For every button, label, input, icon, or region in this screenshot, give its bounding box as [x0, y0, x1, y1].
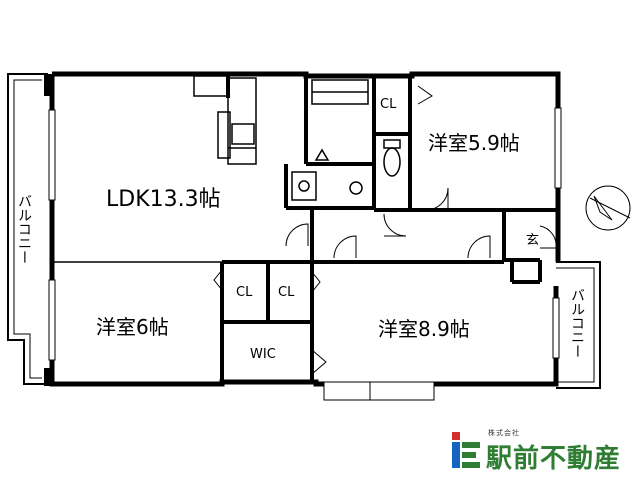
room-label-western-2: 洋室6帖 — [96, 315, 169, 339]
room-label-western-1: 洋室5.9帖 — [428, 131, 520, 155]
interior-walls — [220, 76, 558, 384]
room-label-closet-2: CL — [236, 285, 253, 300]
room-label-entrance: 玄 — [526, 233, 539, 248]
company-name: 駅前不動産 — [486, 444, 622, 474]
kitchen — [193, 75, 257, 165]
company-logo: 株式会社 駅前不動産 — [452, 426, 632, 474]
room-label-closet-1: CL — [380, 97, 397, 112]
balcony-label-left: バルコニー — [16, 194, 32, 264]
compass-icon — [585, 185, 631, 231]
room-label-western-3: 洋室8.9帖 — [378, 317, 470, 341]
company-logo-icon — [452, 432, 480, 468]
toilet — [383, 139, 401, 177]
bathroom — [311, 79, 369, 161]
washroom — [291, 171, 363, 201]
company-type: 株式会社 — [488, 429, 520, 437]
right-balcony — [556, 261, 601, 389]
balcony-label-right: バルコニー — [569, 288, 585, 358]
room-label-closet-3: CL — [278, 285, 295, 300]
room-label-wic: WIC — [250, 347, 276, 362]
left-balcony — [7, 73, 52, 386]
windows — [48, 107, 562, 401]
doors — [213, 85, 557, 375]
room-label-ldk: LDK13.3帖 — [106, 187, 221, 212]
